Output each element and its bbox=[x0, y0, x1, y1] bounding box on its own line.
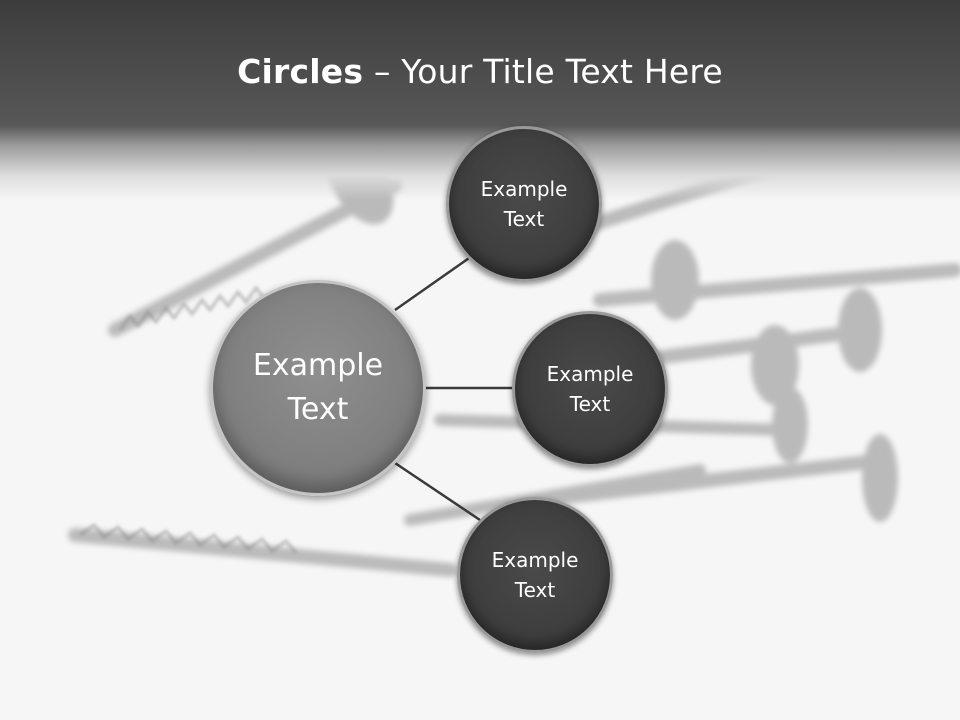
node-circle-label: Example Text bbox=[546, 362, 634, 416]
node-circle-label: Example Text bbox=[480, 177, 568, 231]
title-rest: – Your Title Text Here bbox=[363, 52, 723, 91]
connector-line-top bbox=[394, 254, 473, 312]
slide-title: Circles – Your Title Text Here bbox=[0, 52, 960, 91]
node-circle-bottom[interactable]: Example Text bbox=[457, 497, 613, 653]
node-circle-label: Example Text bbox=[491, 548, 579, 602]
node-circle-middle[interactable]: Example Text bbox=[512, 311, 668, 467]
title-bold: Circles bbox=[237, 52, 364, 91]
center-circle-label: Example Text bbox=[252, 348, 384, 427]
connector-line-bottom bbox=[394, 461, 481, 522]
center-circle[interactable]: Example Text bbox=[210, 280, 426, 496]
node-circle-top[interactable]: Example Text bbox=[446, 126, 602, 282]
